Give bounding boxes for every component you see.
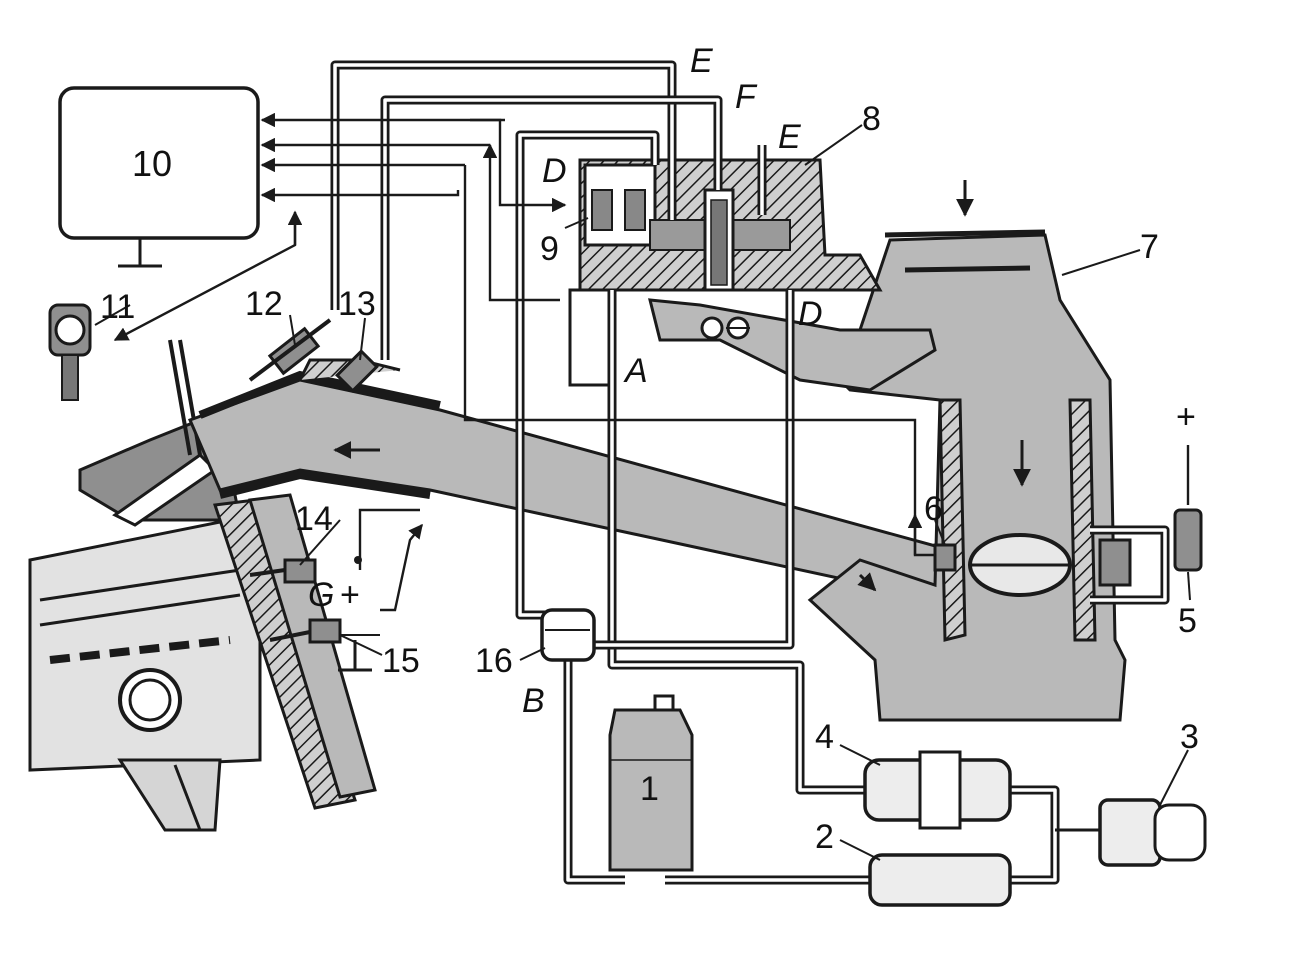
callout-16: 16 <box>475 642 513 680</box>
callout-13: 13 <box>338 285 376 323</box>
letter-f: F <box>735 78 758 116</box>
callout-12: 12 <box>245 285 283 323</box>
injection-valve <box>248 318 332 382</box>
callout-3: 3 <box>1180 718 1199 756</box>
signal-wires <box>113 112 1190 612</box>
letter-e-top: E <box>690 42 713 80</box>
letter-d-top: D <box>542 152 567 190</box>
callout-2: 2 <box>815 818 834 856</box>
callout-8: 8 <box>862 100 881 138</box>
callout-7: 7 <box>1140 228 1159 266</box>
letter-a: A <box>623 352 648 390</box>
plus-sign-g: + <box>340 576 360 614</box>
auxiliary-air-device <box>1098 508 1203 587</box>
callout-9: 9 <box>540 230 559 268</box>
thermo-time-switch <box>48 303 92 401</box>
letter-b: B <box>522 682 545 720</box>
oxygen-sensor <box>269 618 380 672</box>
fuel-lines <box>330 60 1170 885</box>
callout-1: 1 <box>640 770 659 808</box>
plus-sign-5: + <box>1176 398 1196 436</box>
callout-15: 15 <box>382 642 420 680</box>
callout-6: 6 <box>924 490 943 528</box>
callout-4: 4 <box>815 718 834 756</box>
callout-labels: 1 2 3 4 5 6 7 8 9 10 11 12 13 14 15 16 A… <box>100 42 1199 856</box>
fuel-reservoir <box>1098 798 1207 867</box>
callout-14: 14 <box>295 500 333 538</box>
throttle-switch <box>933 543 957 572</box>
callout-10: 10 <box>132 143 172 184</box>
fuel-pump <box>868 853 1012 907</box>
callout-leaders <box>94 124 1191 861</box>
fuel-tank <box>608 694 694 872</box>
letter-d-right: D <box>798 295 823 333</box>
callout-5: 5 <box>1178 602 1197 640</box>
fuel-distributor <box>568 158 883 387</box>
letter-g: G <box>308 576 334 614</box>
engine-block <box>28 339 377 832</box>
fuel-accumulator <box>540 608 596 662</box>
fuel-filter <box>863 750 1012 830</box>
cold-start-valve <box>335 349 379 393</box>
control-unit-box <box>58 86 260 240</box>
callout-11: 11 <box>100 288 135 326</box>
letter-e-right: E <box>778 118 801 156</box>
temperature-sensor <box>249 556 362 584</box>
